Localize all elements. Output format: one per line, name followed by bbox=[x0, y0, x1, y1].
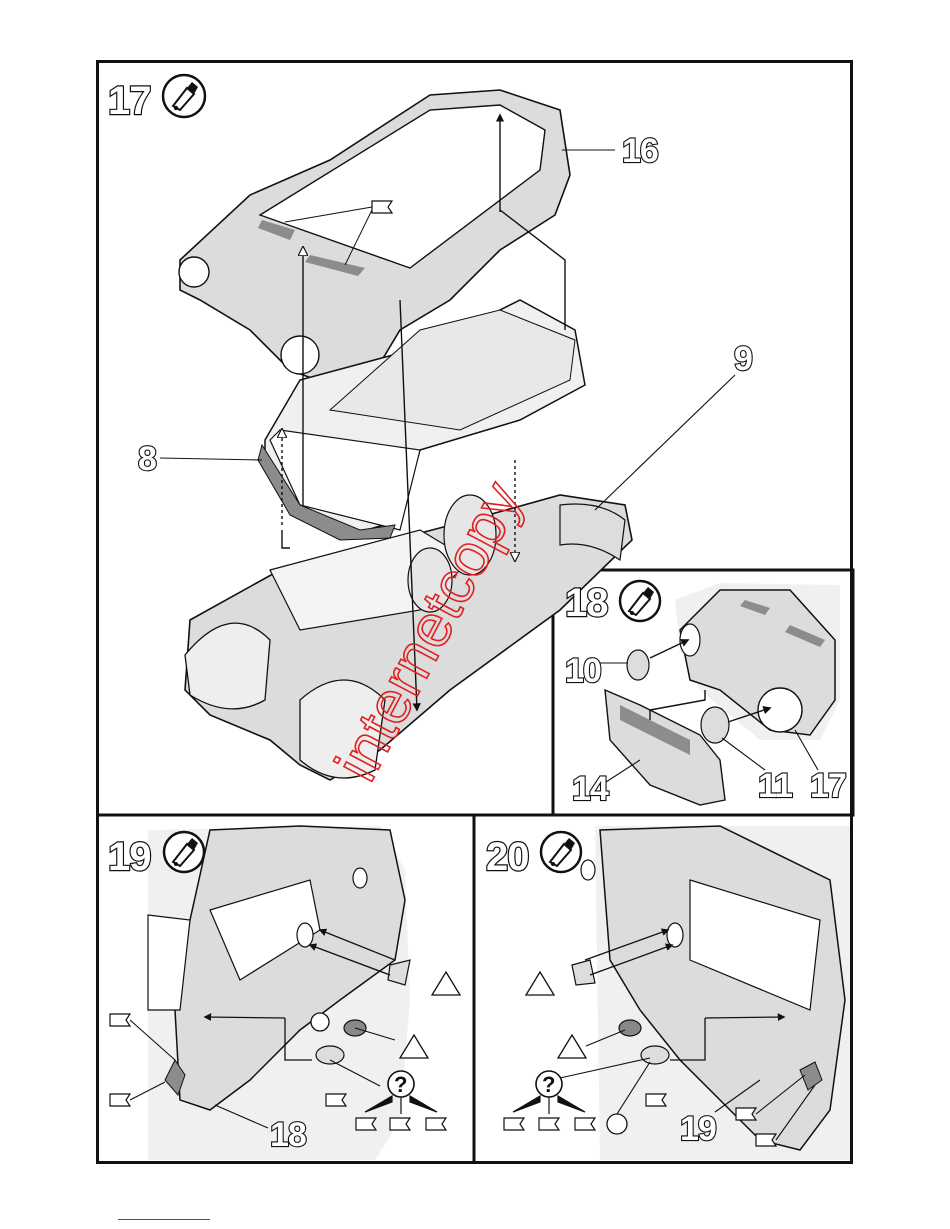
step-18-panel: 18 bbox=[565, 581, 846, 808]
footer-rule bbox=[118, 1219, 210, 1220]
part-label-16: 16 bbox=[622, 132, 658, 170]
step-number: 17 bbox=[108, 79, 151, 123]
part-label-9: 9 bbox=[734, 340, 752, 378]
part-label-11: 11 bbox=[758, 767, 792, 805]
part-label-19: 19 bbox=[680, 1110, 716, 1148]
part-label-10: 10 bbox=[565, 652, 601, 690]
glue-tube-icon bbox=[163, 75, 205, 117]
part-label-18: 18 bbox=[270, 1116, 306, 1154]
question-mark: ? bbox=[542, 1072, 555, 1097]
part-label-14: 14 bbox=[572, 770, 609, 808]
part-label-17: 17 bbox=[810, 767, 846, 805]
question-mark: ? bbox=[394, 1072, 407, 1097]
step-number: 18 bbox=[565, 581, 608, 625]
glue-tube-icon bbox=[541, 832, 581, 872]
step-20-panel: 20 bbox=[486, 826, 850, 1160]
question-callout: ? bbox=[513, 1071, 585, 1114]
step-19-panel: 19 bbox=[108, 826, 460, 1160]
step-number: 19 bbox=[108, 835, 151, 879]
glue-tube-icon bbox=[620, 581, 660, 621]
step-number: 20 bbox=[486, 835, 529, 879]
part-label-8: 8 bbox=[138, 440, 156, 478]
glue-tube-icon bbox=[164, 832, 204, 872]
